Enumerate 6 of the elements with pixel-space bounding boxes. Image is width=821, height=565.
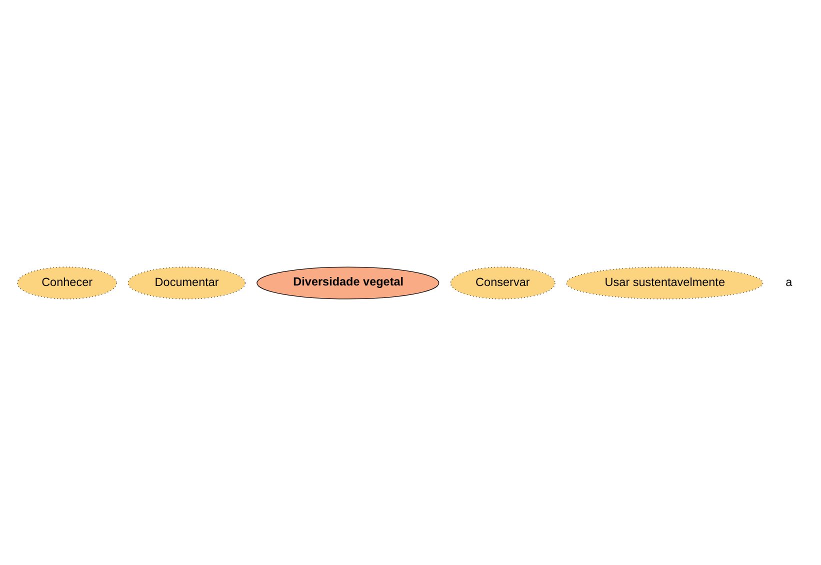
node-ellipse: Conhecer <box>17 266 117 299</box>
label: a <box>786 275 792 288</box>
node-ellipse: Conservar <box>450 266 556 299</box>
node-ellipse: Diversidade vegetal <box>256 266 440 299</box>
node-ellipse: Documentar <box>128 266 246 299</box>
node-ellipse: Usar sustentavelmente <box>566 266 764 299</box>
